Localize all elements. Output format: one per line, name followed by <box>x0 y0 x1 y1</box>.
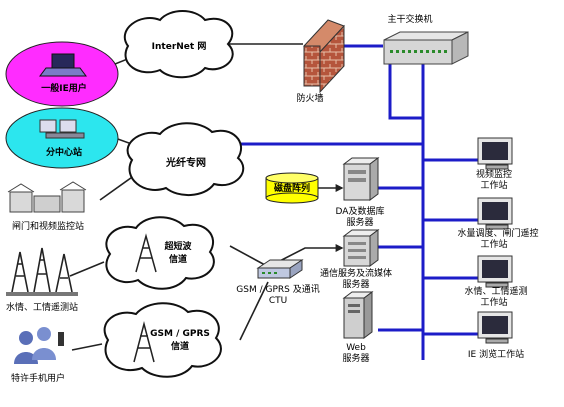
workstation-telemetry: 水情、工情遥测 工作站 <box>464 255 528 308</box>
gsm-channel-label-2: 信道 <box>171 340 189 352</box>
gsm-channel-label-1: GSM / GPRS <box>150 329 210 339</box>
ws-video-label-1: 视频监控 <box>476 168 512 180</box>
modem-icon <box>256 259 304 279</box>
web-server-node: Web 服务器 <box>342 291 374 364</box>
comm-server-label-2: 服务器 <box>342 278 369 290</box>
ws-dispatch-label-1: 水量调度、闸门遥控 <box>457 227 538 239</box>
server-icon <box>342 157 380 201</box>
ws-dispatch-label-2: 工作站 <box>480 238 507 250</box>
laptop-icon <box>39 53 87 77</box>
web-server-label-1: Web <box>346 343 366 353</box>
comm-server-label-1: 通信服务及流媒体 <box>320 267 392 279</box>
workstation-browse: IE 浏览工作站 <box>468 311 524 360</box>
mobile-users-node: 特许手机用户 <box>11 327 65 384</box>
shortwave-label-2: 信道 <box>169 253 187 265</box>
general-users-node: 一般IE用户 <box>5 41 119 107</box>
server-icon <box>342 229 380 267</box>
antenna-towers-icon <box>6 247 78 296</box>
db-server-node: DA及数据库 服务器 <box>336 157 385 228</box>
gate-stations-label: 闸门和视频监控站 <box>12 220 84 232</box>
gate-stations-node: 闸门和视频监控站 <box>7 181 87 232</box>
sub-center-label: 分中心站 <box>46 146 82 158</box>
switch-icon <box>383 31 469 65</box>
disk-array-node: 磁盘阵列 <box>265 172 319 204</box>
backbone-lines <box>240 44 478 360</box>
disk-array-icon <box>265 172 319 204</box>
workstation-icon <box>477 137 513 170</box>
firewall-node: 防火墙 <box>296 19 345 104</box>
disk-array-label: 磁盘阵列 <box>274 182 310 194</box>
ws-video-label-2: 工作站 <box>480 179 507 191</box>
telemetry-stations-label: 水情、工情遥测站 <box>6 301 78 313</box>
internet-cloud: InterNet 网 <box>123 10 234 79</box>
workstation-icon <box>477 311 513 344</box>
ctu-node: GSM / GPRS 及通讯 CTU <box>236 259 320 306</box>
firewall-label: 防火墙 <box>296 92 323 104</box>
workstation-video: 视频监控 工作站 <box>476 137 513 191</box>
tower-server-icon <box>342 291 374 339</box>
shortwave-label-1: 超短波 <box>163 240 192 252</box>
cell-tower-icon <box>133 321 155 363</box>
ws-telemetry-label-2: 工作站 <box>480 296 507 308</box>
radio-tower-icon <box>135 233 157 273</box>
fiber-network-cloud: 光纤专网 <box>126 122 245 196</box>
brick-wall-icon <box>303 19 345 94</box>
backbone-switch-node: 主干交换机 <box>383 13 469 65</box>
workstation-icon <box>477 197 513 230</box>
computer-icon <box>39 119 85 139</box>
ctu-label-2: CTU <box>269 296 287 306</box>
workstation-icon <box>477 255 513 288</box>
switch-label: 主干交换机 <box>387 13 432 25</box>
general-users-label: 一般IE用户 <box>41 82 87 94</box>
web-server-label-2: 服务器 <box>342 352 369 364</box>
fiber-network-label: 光纤专网 <box>165 156 206 169</box>
building-icon <box>7 181 87 213</box>
ctu-label-1: GSM / GPRS 及通讯 <box>236 284 319 295</box>
people-icon <box>14 327 64 364</box>
gsm-cloud: GSM / GPRS 信道 <box>103 302 222 378</box>
sub-center-node: 分中心站 <box>5 107 119 169</box>
shortwave-cloud: 超短波 信道 <box>105 216 215 290</box>
db-server-label-1: DA及数据库 <box>336 205 385 217</box>
telemetry-stations-node: 水情、工情遥测站 <box>6 247 78 313</box>
workstation-dispatch: 水量调度、闸门遥控 工作站 <box>457 197 539 250</box>
db-server-label-2: 服务器 <box>346 216 373 228</box>
internet-label: InterNet 网 <box>152 41 207 52</box>
ws-telemetry-label-1: 水情、工情遥测 <box>464 285 527 297</box>
mobile-users-label: 特许手机用户 <box>11 372 65 384</box>
comm-server-node: 通信服务及流媒体 服务器 <box>320 229 392 290</box>
ws-browse-label: IE 浏览工作站 <box>468 348 524 360</box>
